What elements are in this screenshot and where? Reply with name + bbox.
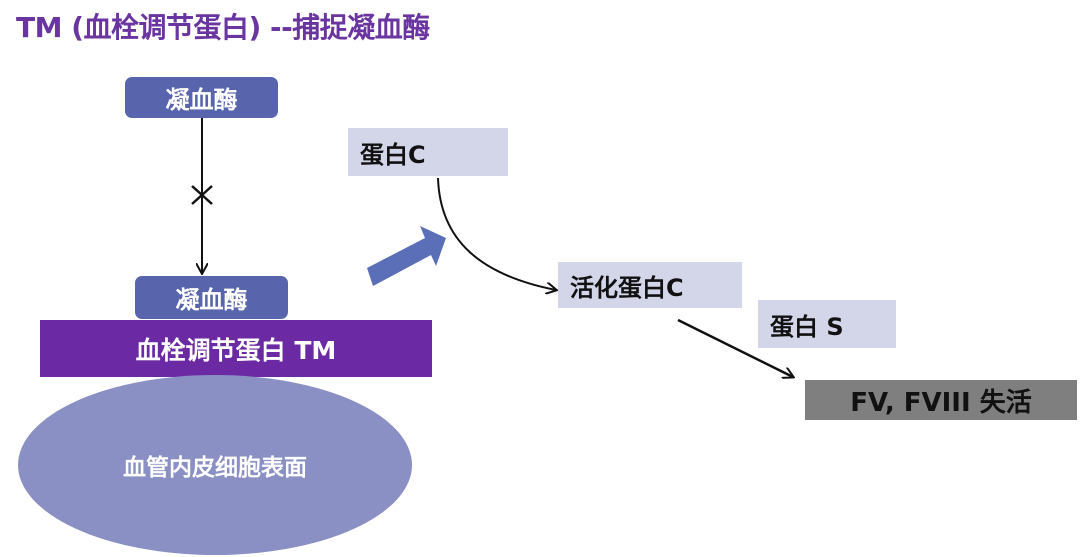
protein-s-box: 蛋白 S [758, 300, 896, 348]
activation-curve-arrow [437, 177, 556, 290]
protein-c-box: 蛋白C [348, 128, 508, 176]
endothelium-ellipse: 血管内皮细胞表面 [18, 375, 412, 555]
page-title: TM (血栓调节蛋白) --捕捉凝血酶 [16, 11, 430, 44]
thrombin-free: 凝血酶 [125, 77, 278, 118]
thrombin-bound: 凝血酶 [135, 276, 288, 319]
result-box: FV, FVIII 失活 [805, 380, 1077, 420]
inactivation-arrow [677, 318, 793, 377]
activation-block-arrow [367, 226, 446, 286]
thrombomodulin-bar: 血栓调节蛋白 TM [40, 320, 432, 377]
activated-protein-c-box: 活化蛋白C [558, 262, 742, 308]
block-x-icon [191, 185, 213, 205]
